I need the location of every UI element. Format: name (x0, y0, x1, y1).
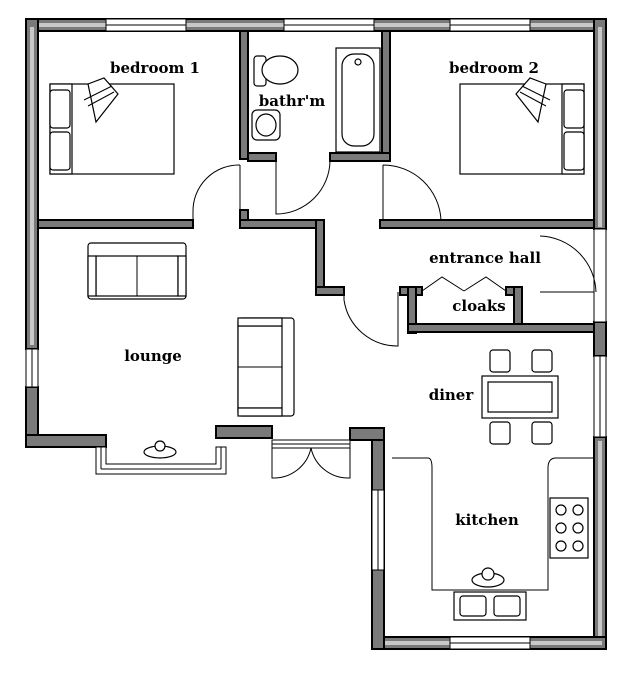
windows (25, 18, 607, 650)
label-entrance-hall: entrance hall (429, 249, 541, 267)
wall-bed2-bottom (379, 219, 595, 229)
wall-bath-bottom-right (329, 152, 391, 162)
wall-bed1-bottom (37, 219, 194, 229)
wall-hall-diner (407, 323, 595, 333)
door-cloaks (421, 276, 507, 292)
wall-right-middle (593, 321, 607, 357)
label-lounge: lounge (124, 347, 182, 365)
door-lounge (343, 292, 399, 347)
wall-kitchen-corner (349, 427, 385, 441)
door-bath (275, 160, 331, 215)
door-bed1 (192, 164, 241, 220)
sofa-top (87, 242, 187, 300)
wall-bed1-bottom-right (239, 219, 321, 229)
label-diner: diner (429, 386, 475, 404)
dining-table (481, 349, 559, 445)
bed-bedroom2 (459, 77, 585, 175)
person-lounge (143, 440, 177, 459)
wall-lounge-right (315, 219, 325, 295)
front-door-swing (539, 235, 597, 293)
kitchen-worktop (392, 457, 594, 591)
wall-lounge-notch (315, 286, 345, 296)
bed-bedroom1 (49, 77, 175, 175)
wall-cloaks-right (513, 286, 523, 328)
door-swings (192, 160, 507, 347)
label-cloaks: cloaks (452, 297, 505, 315)
front-door (593, 228, 607, 323)
patio-door-swing-right (310, 447, 351, 479)
patio-door-swing-left (271, 447, 312, 479)
basin (251, 109, 281, 141)
door-bed2 (382, 164, 442, 221)
wall-bed1-bath (239, 30, 249, 160)
wall-lounge-bottom-right (215, 425, 273, 439)
label-kitchen: kitchen (455, 511, 519, 529)
toilet (253, 55, 299, 87)
sofa-right (237, 317, 295, 417)
window-lounge-bay (95, 446, 227, 475)
wall-bath-bed2 (381, 30, 391, 160)
person-kitchen (471, 567, 505, 588)
label-bathroom: bathr'm (259, 92, 326, 110)
wall-lounge-bottom-left (25, 434, 107, 448)
sink (453, 591, 527, 621)
label-bedroom2: bedroom 2 (449, 59, 539, 77)
label-bedroom1: bedroom 1 (110, 59, 200, 77)
hob (549, 497, 589, 559)
bath (335, 47, 381, 153)
wall-bath-bottom-left (247, 152, 277, 162)
